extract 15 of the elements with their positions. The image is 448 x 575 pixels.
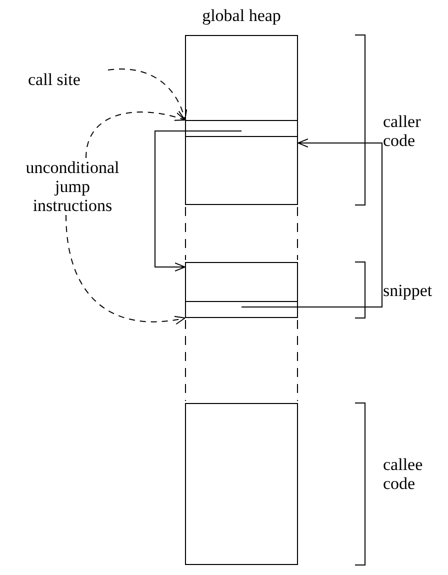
- region-label: callee code: [383, 455, 424, 493]
- jump-arrow: [241, 138, 382, 308]
- jump-arrow: [154, 130, 242, 272]
- region-label: snippet: [383, 281, 434, 300]
- dashed-arrow: [86, 112, 186, 158]
- heap-title: global heap: [201, 6, 282, 25]
- dashed-arrow: [108, 68, 187, 120]
- snippet-block: [185, 262, 298, 318]
- caller-code-block: [185, 35, 298, 205]
- callee-code-block: [185, 403, 298, 565]
- annotation-label: call site: [28, 70, 108, 89]
- annotation-label: unconditional jump instructions: [20, 158, 125, 215]
- call-site-slot: [185, 120, 298, 137]
- region-label: caller code: [383, 112, 422, 150]
- dashed-arrow: [66, 214, 186, 324]
